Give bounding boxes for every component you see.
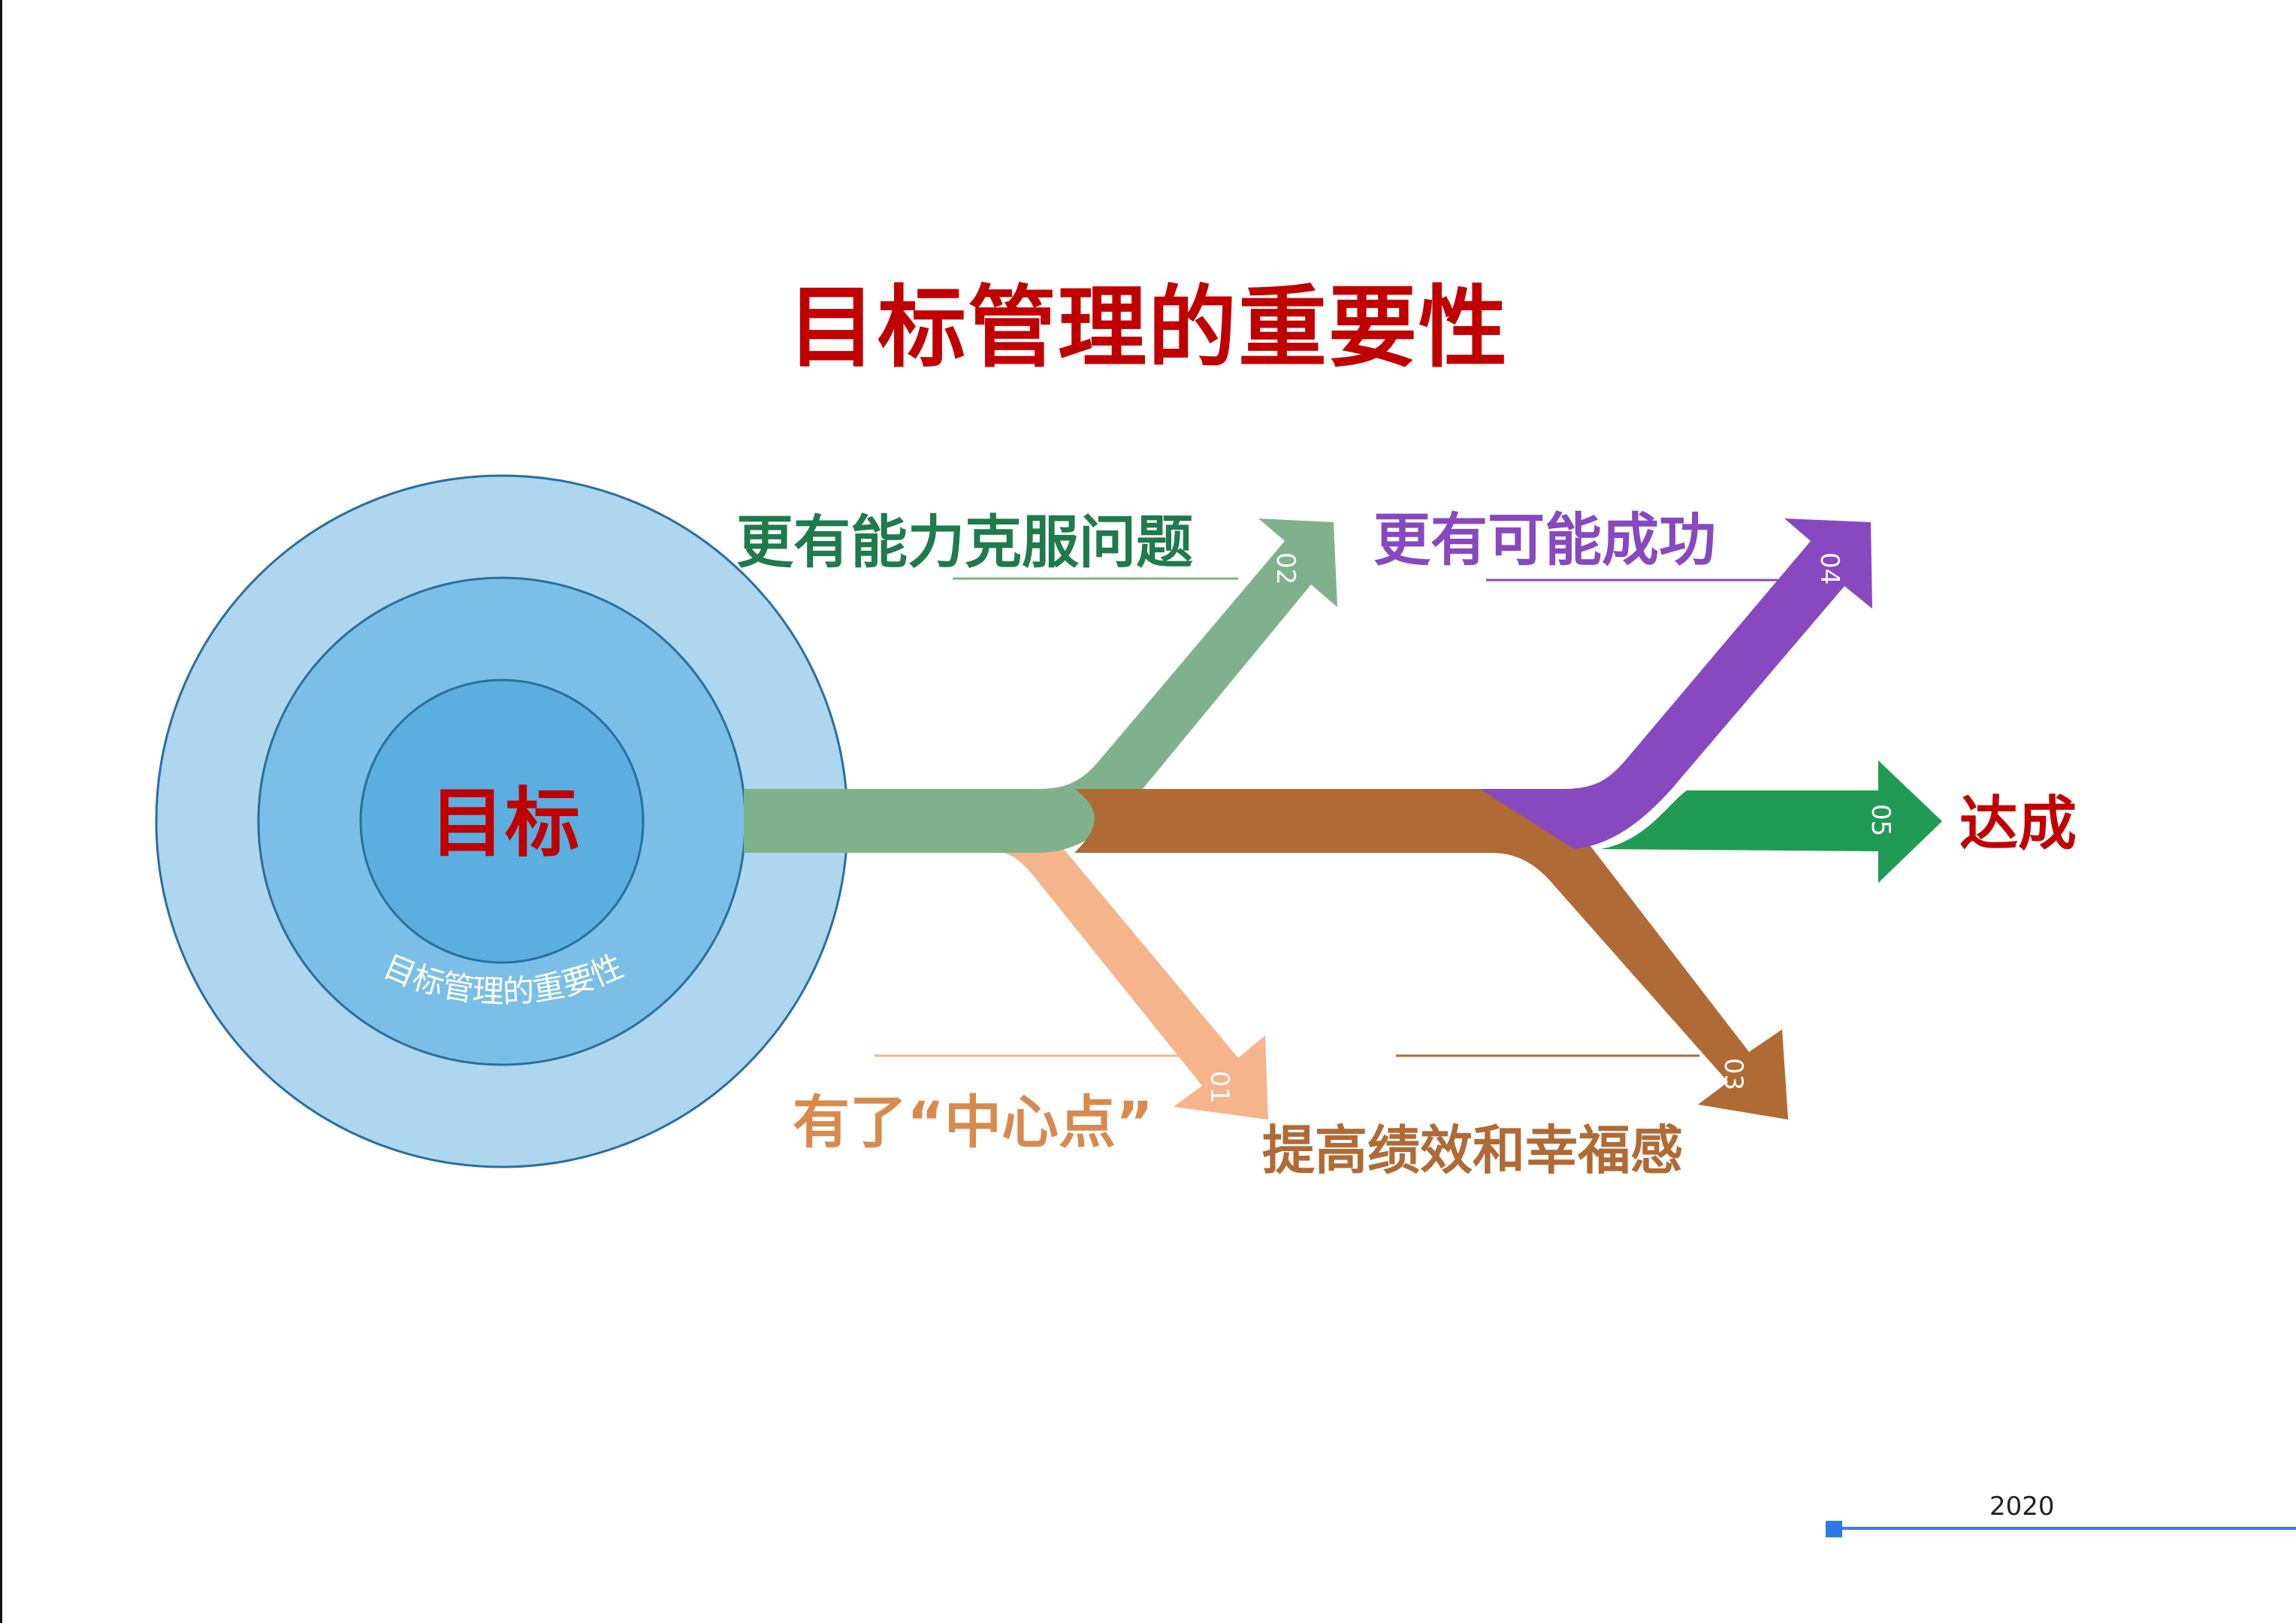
footer-timeline-marker — [1826, 1521, 1842, 1537]
arrow-02 — [744, 518, 1337, 853]
arrow-01 — [977, 818, 1268, 1120]
branch-03-label: 提高绩效和幸福感 — [1262, 1120, 1683, 1181]
branch-03-number: 03 — [1718, 1058, 1748, 1090]
branch-04-number: 04 — [1814, 552, 1844, 585]
branch-05-number: 05 — [1866, 804, 1896, 836]
center-label: 目标 — [430, 779, 580, 867]
branch-04-label: 更有可能成功 — [1373, 506, 1716, 573]
slide-left-border — [0, 0, 2, 1623]
branch-01-label: 有了“中心点” — [793, 1089, 1153, 1156]
arrow-04 — [1480, 518, 1872, 849]
branch-02-number: 02 — [1270, 552, 1301, 585]
arrow-05 — [1600, 760, 1942, 883]
arrow-03 — [1074, 789, 1788, 1120]
footer-year: 2020 — [1989, 1492, 2055, 1522]
footer-timeline-line — [1833, 1527, 2296, 1530]
branch-01-number: 01 — [1204, 1071, 1234, 1103]
branch-02-label: 更有能力克服问题 — [736, 509, 1193, 576]
branch-05-label: 达成 — [1959, 790, 2077, 858]
inner-circle — [359, 679, 645, 964]
slide-title: 目标管理的重要性 — [787, 276, 1509, 379]
